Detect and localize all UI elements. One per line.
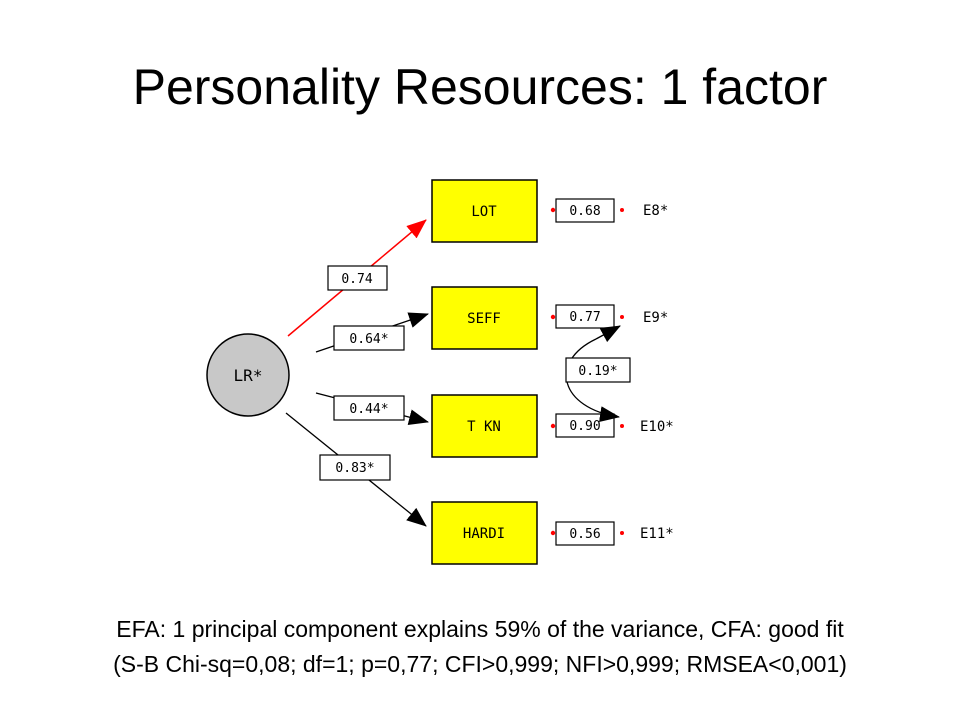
indicator-seff: SEFF — [431, 286, 538, 350]
footer-line-2: (S-B Chi-sq=0,08; df=1; p=0,77; CFI>0,99… — [113, 651, 847, 677]
loading-value: 0.64* — [349, 332, 388, 347]
error-loading-hardi: 0.56 — [555, 521, 615, 546]
footer-line-1: EFA: 1 principal component explains 59% … — [116, 616, 844, 642]
covariance-value: 0.19* — [578, 364, 617, 379]
error-tip-dot — [620, 424, 624, 428]
slide-footer: EFA: 1 principal component explains 59% … — [0, 612, 960, 682]
latent-circle — [206, 333, 290, 417]
loading-value: 0.74 — [341, 272, 372, 287]
error-loading-seff: 0.77 — [555, 304, 615, 329]
indicator-lot: LOT — [431, 179, 538, 243]
error-term-e8: E8* — [643, 203, 668, 219]
indicator-label: HARDI — [463, 526, 505, 542]
error-term-e9: E9* — [643, 310, 668, 326]
loading-label-tkn: 0.44* — [333, 395, 405, 421]
error-loading-value: 0.68 — [569, 204, 600, 219]
error-tip-dot — [620, 315, 624, 319]
latent-label: LR* — [234, 366, 263, 385]
loading-value: 0.44* — [349, 402, 388, 417]
indicator-label: T KN — [467, 419, 501, 435]
indicator-tkn: T KN — [431, 394, 538, 458]
error-term-e11: E11* — [640, 526, 674, 542]
error-tip-dot — [620, 531, 624, 535]
error-loading-value: 0.56 — [569, 527, 600, 542]
loading-value: 0.83* — [335, 461, 374, 476]
error-loading-value: 0.77 — [569, 310, 600, 325]
error-paths — [550, 207, 624, 536]
covariance-e9-e10: 0.19* — [565, 325, 631, 423]
error-tip-dot — [550, 314, 556, 320]
indicator-label: SEFF — [467, 311, 501, 327]
covariance-arc-top — [595, 325, 621, 343]
error-loading-value: 0.90 — [569, 419, 600, 434]
error-term-e10: E10* — [640, 419, 674, 435]
error-loading-tkn: 0.90 — [555, 413, 615, 438]
slide-title: Personality Resources: 1 factor — [132, 59, 828, 115]
error-tip-dot — [550, 530, 556, 536]
error-tip-dot — [550, 423, 556, 429]
loading-label-hardi: 0.83* — [319, 454, 391, 481]
loading-label-seff: 0.64* — [333, 325, 405, 351]
latent-factor-lr: LR* — [206, 333, 290, 417]
covariance-arc — [565, 338, 620, 423]
loading-label-lot: 0.74 — [327, 265, 388, 291]
indicator-label: LOT — [471, 204, 497, 220]
error-tip-dot — [550, 207, 556, 213]
indicator-hardi: HARDI — [431, 501, 538, 565]
error-loading-lot: 0.68 — [555, 198, 615, 223]
error-tip-dot — [620, 208, 624, 212]
